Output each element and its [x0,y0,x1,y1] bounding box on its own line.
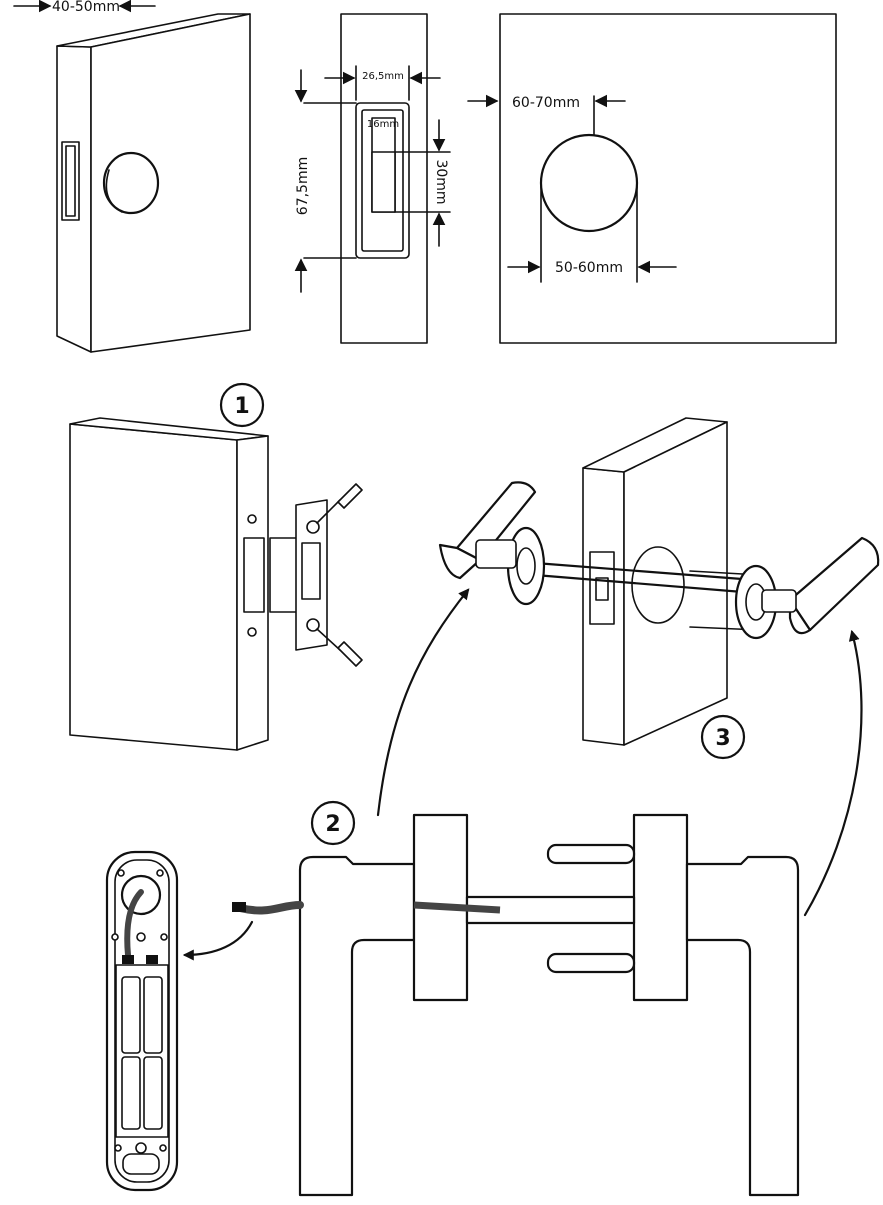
strike-height-label: 67,5mm [295,157,311,215]
latch-bolt [301,542,321,600]
step-1-badge [219,382,265,428]
door-thickness-label: 40-50mm [52,0,120,15]
screw-hole-bottom [247,627,257,637]
panel-cable [124,889,144,958]
step-2-number: 2 [325,812,340,837]
panel-screw-tr [156,869,164,877]
latch-pocket [243,537,265,613]
strike-dimension-panel: 26,5mm 16mm 67,5mm 30mm [294,13,451,344]
right-lever [788,536,880,632]
hole-diameter-label: 50-60mm [555,260,623,276]
arrow-to-right-lever [803,629,863,917]
step-1-number: 1 [234,394,249,419]
panel-button [122,1153,160,1175]
mounted-latch [595,577,609,601]
left-lever [455,481,537,562]
step-3-badge [700,714,746,760]
upper-screw-rod [546,843,636,865]
handle-hole-circle [539,133,639,233]
battery-panel [105,850,179,1192]
panel-connector-right [146,955,158,964]
lock-cutout-inner [65,145,76,217]
left-rose-hub [516,547,536,585]
right-lever-outline [685,855,800,1197]
panel-connector-left [122,955,134,964]
battery-2 [143,976,163,1054]
screw-hole-top [247,514,257,524]
hole-dimension-panel: 60-70mm 50-60mm [467,13,837,344]
left-lever-neck [475,539,517,569]
lower-screw-rod [546,952,636,974]
battery-3 [121,1056,141,1130]
right-lever-neck [761,589,797,613]
cable-connector [232,902,246,912]
screwdriver-bottom [337,641,363,667]
faceplate-screw-bottom [306,618,320,632]
handle-hole-depth [105,169,123,213]
step-2-badge [310,800,356,846]
panel-screw-tl [117,869,125,877]
arrow-to-battery-panel [182,920,254,961]
latch-body [269,537,299,613]
arrow-to-left-lever [376,588,470,817]
step-2-lever-set: 2 [182,800,800,1197]
strike-inner-width-label: 16mm [367,119,399,130]
cable [236,901,304,915]
door-front-face [90,13,251,353]
step-3-handle-assembly: 3 [376,417,880,917]
cable-inner [413,901,501,914]
battery-4 [143,1056,163,1130]
door-thickness-panel: 40-50mm [13,0,251,353]
step-3-number: 3 [715,726,730,751]
latch-recess [371,151,396,213]
strike-inner-height-label: 30mm [433,159,449,204]
faceplate-screw-top [306,520,320,534]
screwdriver-top [337,483,363,509]
battery-1 [121,976,141,1054]
hole-offset-label: 60-70mm [512,95,580,111]
handle-hole [102,151,160,215]
left-lever-outline [298,855,416,1197]
spindle [533,561,757,582]
step-1-latch-install: 1 [69,382,363,751]
right-rose-plate [632,813,689,1002]
door-front [69,423,238,751]
strike-width-label: 26,5mm [362,71,404,82]
